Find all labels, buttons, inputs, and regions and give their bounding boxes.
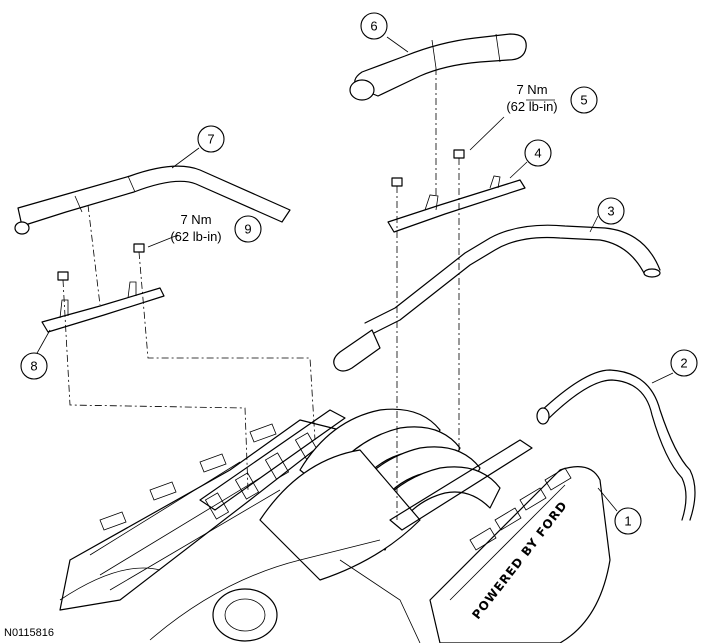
torque-spec-upper: 7 Nm (62 lb-in) (506, 82, 557, 114)
callout-number: 6 (370, 19, 377, 34)
callout-7: 7 (197, 125, 225, 153)
bolt (57, 271, 69, 281)
callout-2: 2 (670, 349, 698, 377)
vent-tube-7 (14, 165, 291, 235)
callout-number: 7 (207, 132, 214, 147)
callout-number: 3 (607, 204, 614, 219)
callout-1: 1 (614, 507, 642, 535)
callout-number: 4 (534, 146, 541, 161)
callout-number: 2 (680, 356, 687, 371)
pcv-tube-2 (536, 369, 696, 521)
figure-id: N0115816 (4, 627, 54, 639)
vent-tube-3 (333, 224, 661, 372)
callout-number: 8 (30, 359, 37, 374)
leader-lines (35, 36, 674, 512)
callout-6: 6 (360, 12, 388, 40)
callout-number: 1 (624, 514, 631, 529)
callout-number: 9 (244, 222, 251, 237)
torque-metric: 7 Nm (180, 212, 211, 227)
torque-metric: 7 Nm (516, 82, 547, 97)
bolts (57, 149, 465, 281)
bolt (391, 177, 403, 187)
callout-number: 5 (580, 93, 587, 108)
callout-4: 4 (524, 139, 552, 167)
bolt (453, 149, 465, 159)
vent-tube-6 (349, 33, 527, 101)
callout-9: 9 (234, 215, 262, 243)
callout-3: 3 (597, 197, 625, 225)
alignment-lines (62, 68, 460, 520)
callout-5: 5 (570, 86, 598, 114)
bracket-8 (41, 281, 165, 333)
torque-spec-lower: 7 Nm (62 lb-in) (170, 212, 221, 244)
bolt (133, 243, 145, 253)
bracket-4 (387, 175, 526, 233)
torque-imperial: (62 lb-in) (506, 99, 557, 114)
torque-imperial: (62 lb-in) (170, 229, 221, 244)
engine-assembly: POWERED BY FORD (59, 408, 611, 643)
callout-8: 8 (20, 352, 48, 380)
